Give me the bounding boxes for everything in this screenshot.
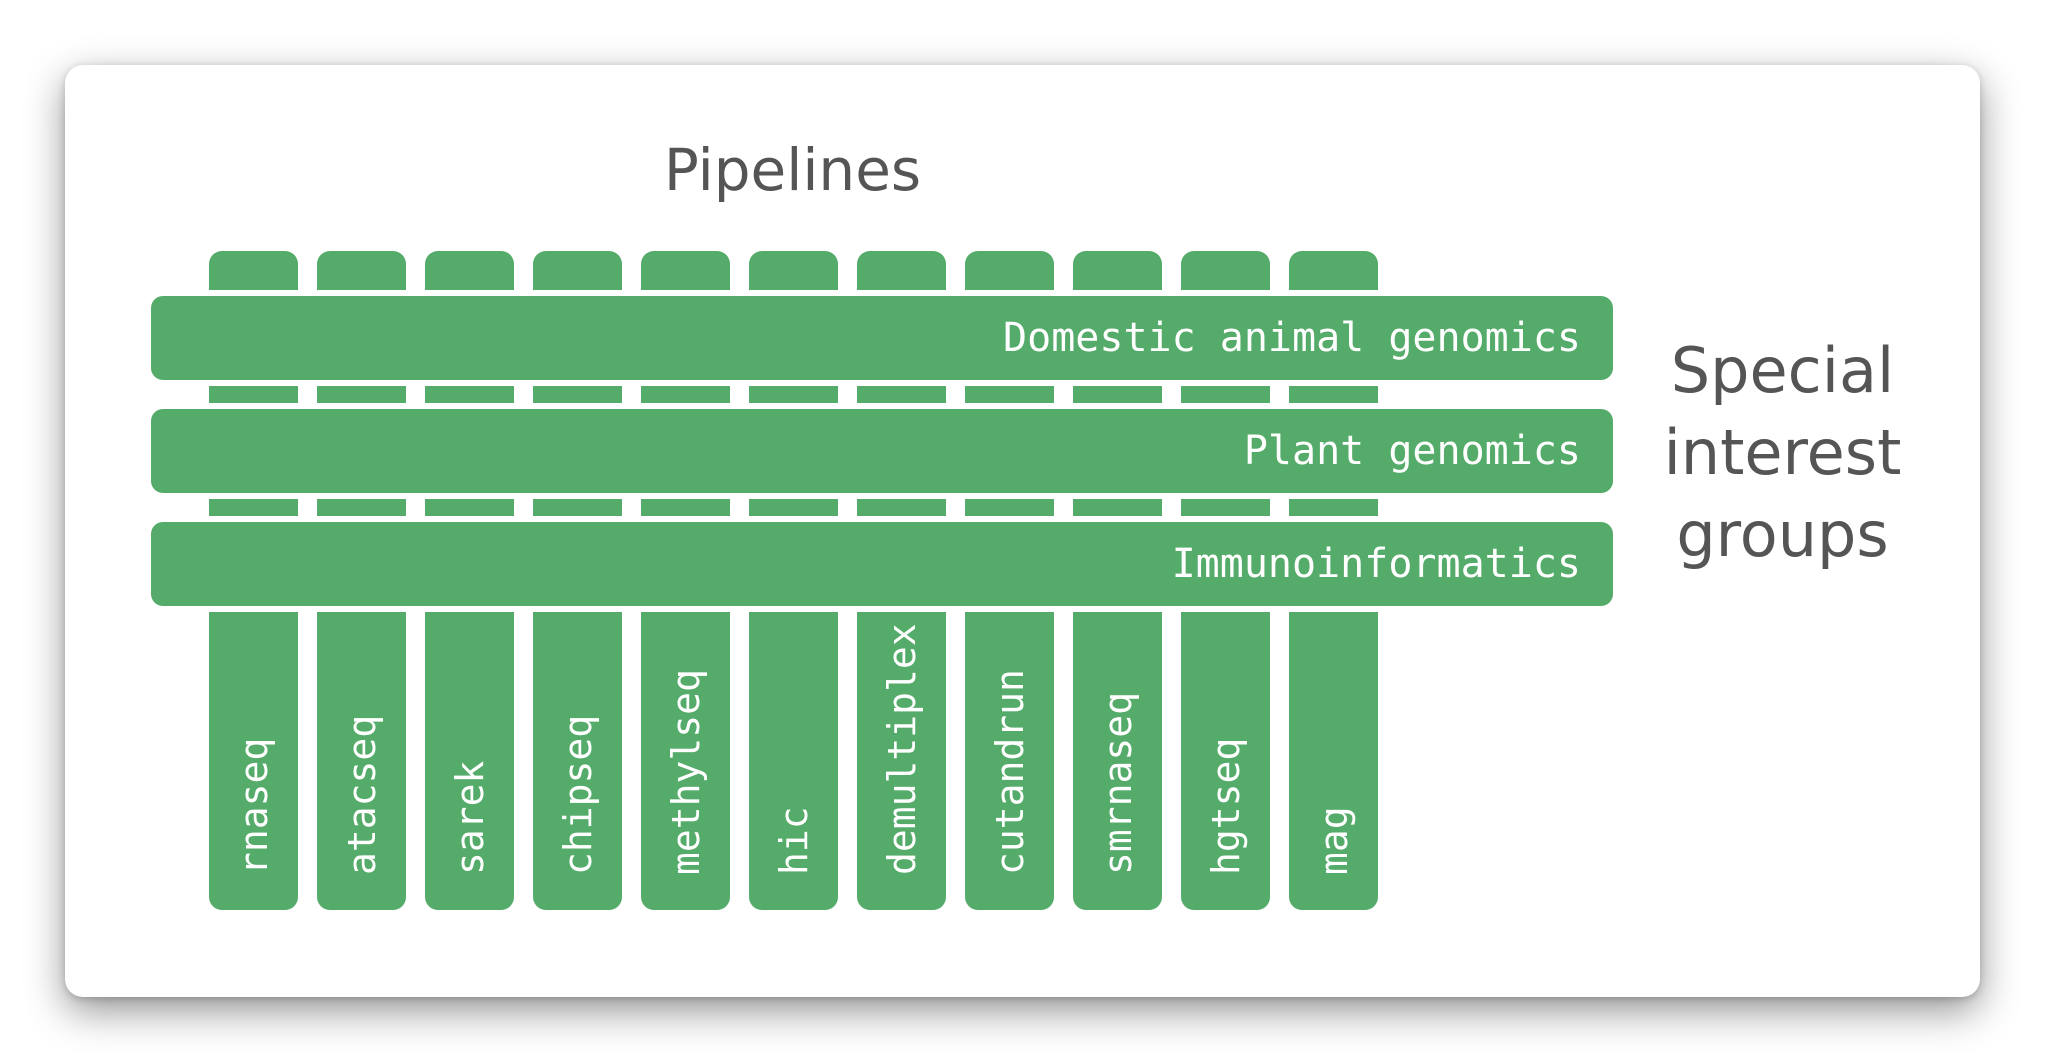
interest-group-bar[interactable]: Domestic animal genomics	[151, 296, 1613, 380]
pipeline-column-segment	[1181, 386, 1270, 403]
pipeline-column-segment	[1073, 612, 1162, 910]
pipeline-column-segment	[641, 251, 730, 290]
pipeline-column-segment	[641, 499, 730, 516]
pipeline-column-segment	[1181, 251, 1270, 290]
interest-group-bar[interactable]: Plant genomics	[151, 409, 1613, 493]
pipeline-column-segment	[749, 499, 838, 516]
pipeline-column-segment	[425, 499, 514, 516]
pipeline-column-segment	[425, 251, 514, 290]
pipeline-column-segment	[1181, 499, 1270, 516]
pipeline-column-segment	[209, 499, 298, 516]
interest-group-label: Plant genomics	[1243, 428, 1581, 474]
pipeline-column-segment	[1289, 499, 1378, 516]
pipeline-label: methylseq	[663, 669, 708, 875]
pipeline-column-segment	[533, 386, 622, 403]
pipeline-column-segment	[425, 386, 514, 403]
pipeline-column-segment	[965, 251, 1054, 290]
interest-group-label: Immunoinformatics	[1171, 541, 1581, 587]
pipeline-column-segment	[965, 386, 1054, 403]
pipeline-column-segment	[965, 612, 1054, 910]
interest-group-label: Domestic animal genomics	[1003, 315, 1581, 361]
pipeline-column-segment	[209, 251, 298, 290]
pipeline-column-segment	[857, 612, 946, 910]
pipeline-column-segment	[533, 612, 622, 910]
pipeline-label: mag	[1311, 806, 1356, 875]
pipeline-column-segment	[857, 386, 946, 403]
pipeline-column-segment	[209, 612, 298, 910]
pipeline-column-segment	[209, 386, 298, 403]
interest-group-bar[interactable]: Immunoinformatics	[151, 522, 1613, 606]
pipeline-column-segment	[317, 251, 406, 290]
pipeline-column-segment	[1289, 612, 1378, 910]
pipeline-column-segment	[1073, 499, 1162, 516]
pipeline-column-segment	[1289, 251, 1378, 290]
pipeline-label: smrnaseq	[1095, 691, 1140, 875]
pipeline-column-segment	[749, 612, 838, 910]
pipeline-column-segment	[317, 499, 406, 516]
pipeline-label: cutandrun	[987, 669, 1032, 875]
pipeline-column-segment	[317, 612, 406, 910]
pipeline-label: hgtseq	[1203, 737, 1248, 875]
pipeline-column-segment	[641, 386, 730, 403]
pipeline-label: chipseq	[555, 714, 600, 875]
pipeline-column-segment	[1073, 251, 1162, 290]
pipeline-column-segment	[857, 499, 946, 516]
diagram-title: Pipelines	[663, 136, 922, 204]
pipeline-column-segment	[965, 499, 1054, 516]
pipeline-label: hic	[771, 806, 816, 875]
pipeline-column-segment	[533, 499, 622, 516]
pipeline-column-segment	[1073, 386, 1162, 403]
side-label-line: Special	[1670, 334, 1895, 407]
pipeline-label: sarek	[447, 760, 492, 875]
pipeline-column-segment	[317, 386, 406, 403]
pipeline-label: atacseq	[339, 714, 384, 875]
pipeline-column-segment	[857, 251, 946, 290]
pipeline-label: rnaseq	[231, 737, 276, 875]
pipeline-label: demultiplex	[879, 623, 924, 875]
special-interest-groups-label: Special interest groups	[1645, 330, 1920, 576]
pipeline-column-segment	[641, 612, 730, 910]
pipeline-column-segment	[533, 251, 622, 290]
side-label-line: interest	[1663, 416, 1902, 489]
pipeline-column-segment	[1181, 612, 1270, 910]
pipeline-column-segment	[425, 612, 514, 910]
side-label-line: groups	[1676, 498, 1889, 571]
pipeline-column-segment	[1289, 386, 1378, 403]
pipeline-column-segment	[749, 251, 838, 290]
pipeline-column-segment	[749, 386, 838, 403]
